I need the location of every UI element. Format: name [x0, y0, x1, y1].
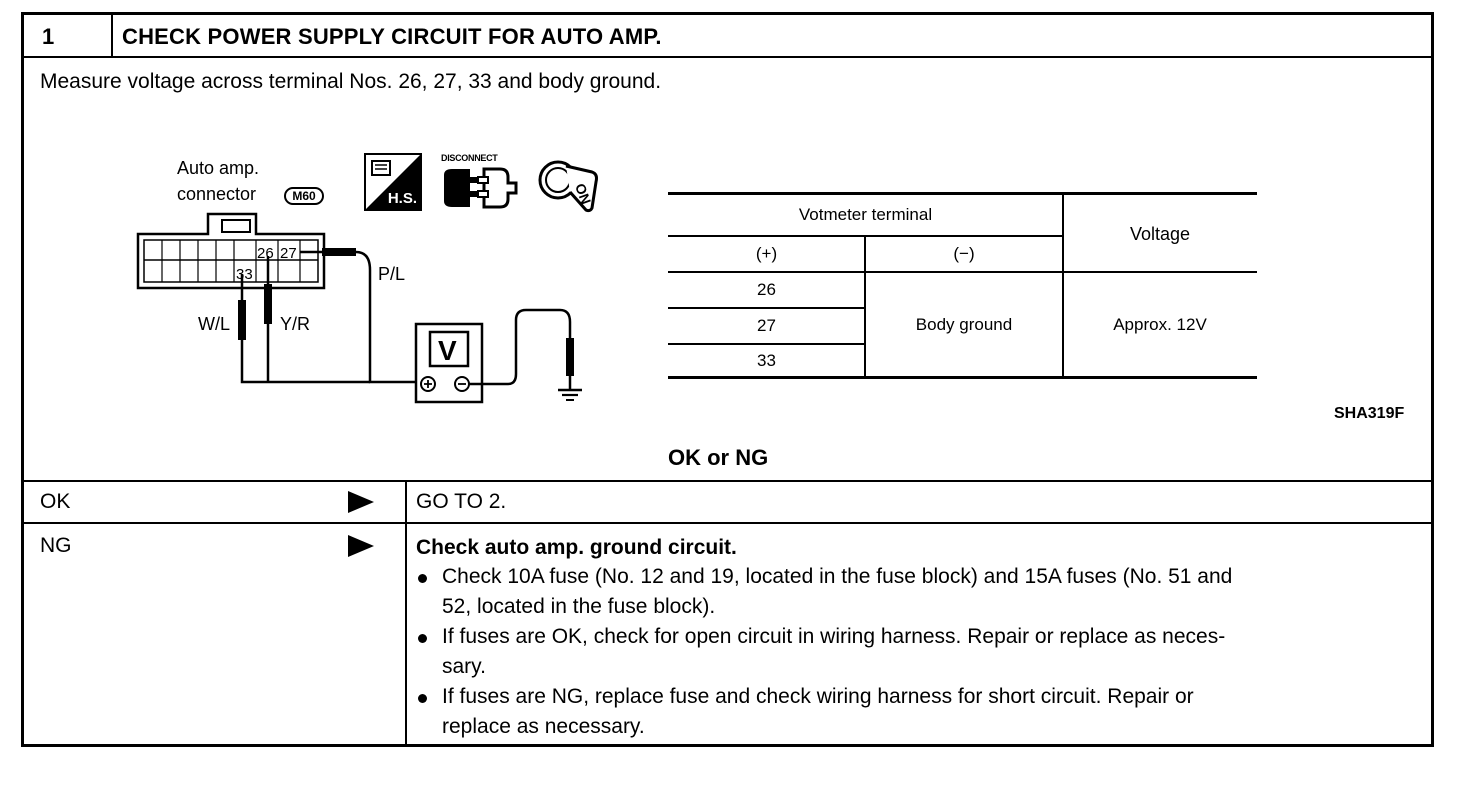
results-top-rule: [22, 480, 1434, 482]
ok-action: GO TO 2.: [416, 490, 507, 513]
ng-bullet-3-line-2: replace as necessary.: [442, 715, 645, 738]
disconnect-label: DISCONNECT: [441, 153, 498, 163]
wire-yr-label: Y/R: [280, 314, 311, 334]
step-number: 1: [42, 24, 55, 49]
results-mid-rule: [22, 522, 1434, 524]
connector-id-text: M60: [292, 189, 316, 203]
hs-icon-label: H.S.: [387, 190, 417, 207]
bullet-3-icon: [418, 694, 427, 703]
table-header-minus: (−): [953, 244, 975, 263]
ignition-key-icon: ON: [538, 160, 598, 213]
table-col-divider-1: [864, 236, 866, 377]
table-row-rule-1: [668, 307, 865, 309]
ng-bullet-3-line-1: If fuses are NG, replace fuse and check …: [442, 685, 1194, 708]
bullet-2-icon: [418, 634, 427, 643]
header-divider: [22, 56, 1434, 58]
judgement-label: OK or NG: [668, 445, 769, 470]
connector-id-badge: M60: [284, 187, 324, 205]
table-terminal-26: 26: [757, 280, 776, 299]
ignition-key-label: ON: [572, 181, 594, 206]
results-col-divider: [405, 481, 407, 746]
ng-bullet-2-line-1: If fuses are OK, check for open circuit …: [442, 625, 1226, 648]
table-minus-value: Body ground: [915, 315, 1013, 334]
ng-arrow-icon: [348, 535, 374, 557]
disconnect-icon: [444, 167, 518, 209]
instruction-text: Measure voltage across terminal Nos. 26,…: [40, 70, 662, 93]
wire-wl-label: W/L: [198, 314, 231, 334]
table-header-plus: (+): [755, 244, 778, 263]
table-header-voltage: Voltage: [1129, 224, 1191, 244]
ok-label: OK: [40, 490, 71, 513]
connector-label-line1: Auto amp.: [177, 158, 260, 178]
table-row-rule-2: [668, 343, 865, 345]
pin-26-label: 26: [257, 245, 274, 262]
pin-27-label: 27: [280, 245, 297, 262]
table-voltage-value: Approx. 12V: [1113, 315, 1207, 334]
table-header-rule: [668, 271, 1257, 273]
table-header-group: Votmeter terminal: [798, 205, 933, 224]
ng-label: NG: [40, 534, 72, 557]
wiring-diagram: 26 27 33 V: [136, 212, 582, 404]
wire-pl-label: P/L: [378, 264, 406, 284]
step-title: CHECK POWER SUPPLY CIRCUIT FOR AUTO AMP.: [122, 24, 662, 49]
table-top-rule: [668, 192, 1257, 195]
table-col-divider-2: [1062, 194, 1064, 377]
ng-title: Check auto amp. ground circuit.: [416, 536, 737, 559]
procedure-frame: [21, 12, 1434, 747]
pin-33-label: 33: [236, 266, 253, 283]
ok-arrow-icon: [348, 491, 374, 513]
ng-bullet-2-line-2: sary.: [442, 655, 486, 678]
ng-bullet-1-line-2: 52, located in the fuse block).: [442, 595, 716, 618]
table-bottom-rule: [668, 376, 1257, 379]
connector-label-line2: connector: [177, 184, 257, 204]
bullet-1-icon: [418, 574, 427, 583]
table-subheader-rule: [668, 235, 1063, 237]
voltmeter-label: V: [438, 335, 457, 366]
ng-bullet-1-line-1: Check 10A fuse (No. 12 and 19, located i…: [442, 565, 1233, 588]
step-number-divider: [111, 13, 113, 57]
table-terminal-33: 33: [757, 351, 776, 370]
figure-id: SHA319F: [1334, 405, 1405, 422]
hs-icon: H.S.: [364, 153, 422, 211]
table-terminal-27: 27: [757, 316, 776, 335]
